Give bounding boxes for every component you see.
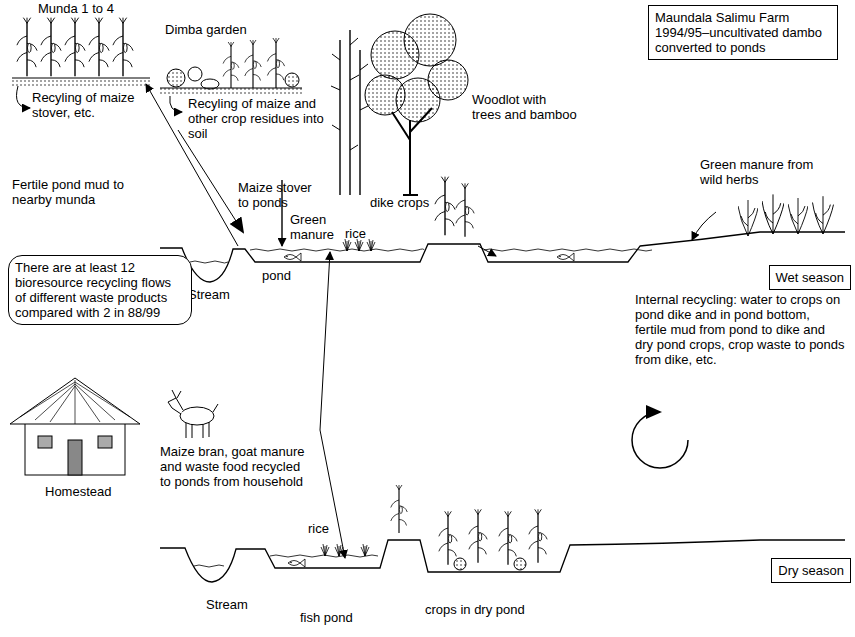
flow-label: Green manure from wild herbs (700, 157, 838, 187)
recycling-note: Recyling of maize and other crop residue… (188, 96, 333, 141)
pond-label: pond (262, 268, 291, 283)
field-label: Woodlot with trees and bamboo (472, 92, 577, 122)
flow-label: Fertile pond mud to nearby munda (12, 177, 130, 207)
flow-label: Maize stover to ponds (238, 180, 318, 210)
recycling-note: Recyling of maize stover, etc. (32, 90, 144, 120)
box-text: Dry season (778, 563, 844, 578)
recycling-note: Internal recycling: water to crops on po… (635, 292, 845, 367)
crop-label: crops in dry pond (425, 602, 525, 617)
stream-label: Stream (188, 287, 230, 302)
flow-label: Green manure (290, 212, 344, 242)
flow-label: Maize bran, goat manure and waste food r… (160, 444, 310, 489)
flow-arrows (146, 84, 688, 558)
building-label: Homestead (45, 484, 111, 499)
field-label: Dimba garden (165, 22, 247, 37)
crop-label: rice (345, 226, 366, 241)
box-text: There are at least 12 bioresource recycl… (15, 260, 185, 320)
crop-label: dike crops (370, 195, 429, 210)
title-box: Maundala Salimu Farm 1994/95–uncultivate… (648, 5, 838, 60)
goat (168, 390, 218, 438)
wet-season-profile (160, 177, 845, 282)
pond-label: fish pond (300, 610, 353, 625)
note-box: There are at least 12 bioresource recycl… (8, 255, 192, 325)
field-label: Munda 1 to 4 (38, 1, 114, 16)
season-box: Dry season (771, 558, 851, 583)
woodlot (331, 14, 468, 195)
dry-season-profile (160, 485, 845, 582)
crop-label: rice (308, 521, 329, 536)
season-box: Wet season (769, 265, 851, 290)
homestead (10, 378, 140, 475)
stream-label: Stream (206, 597, 248, 612)
box-text: Wet season (776, 270, 844, 285)
box-text: Maundala Salimu Farm 1994/95–uncultivate… (655, 10, 831, 55)
